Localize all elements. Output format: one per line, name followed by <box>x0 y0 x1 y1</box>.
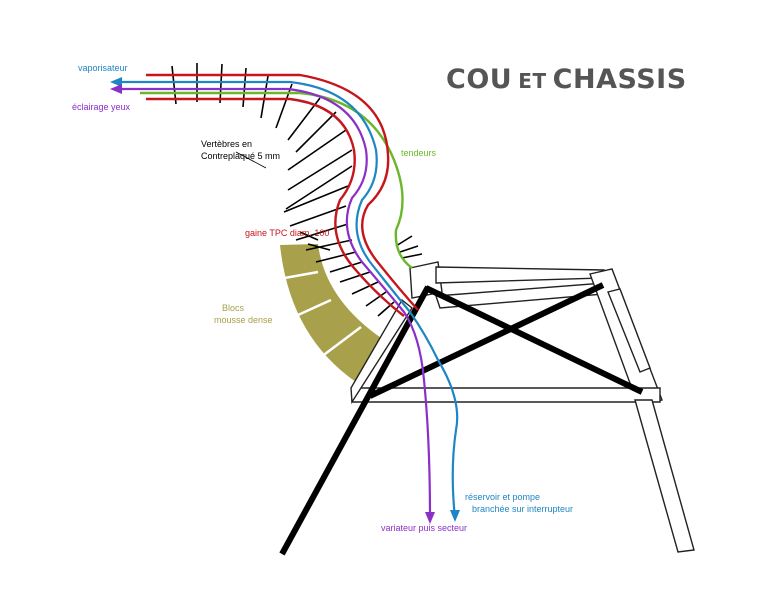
label-vertebres-1: Vertèbres en <box>201 139 253 149</box>
label-gaine: gaine TPC diam. 100 <box>245 228 330 238</box>
vertebra-rib <box>305 239 353 251</box>
vertebra-rib <box>295 223 349 241</box>
label-vaporisateur: vaporisateur <box>78 63 128 73</box>
vertebra-rib <box>339 271 371 283</box>
vertebra-rib <box>299 231 319 241</box>
reservoir-arrow <box>450 510 460 522</box>
vertebra-rib <box>283 185 349 213</box>
tendeurs-cable <box>140 91 413 269</box>
vertebres-leader <box>235 151 267 169</box>
vertebra-rib <box>285 165 353 210</box>
foam-block-dividers <box>278 270 362 358</box>
vertebra-rib <box>351 281 379 295</box>
vaporisateur-arrow <box>110 77 122 87</box>
vertebra-rib <box>295 111 337 153</box>
label-blocs-1: Blocs <box>222 303 245 313</box>
gaine-cable-inner <box>146 97 405 317</box>
gaine-cable-outer <box>146 73 419 311</box>
label-tendeurs: tendeurs <box>401 148 437 158</box>
vaporisateur-cable <box>120 80 459 519</box>
chassis-beams <box>279 282 644 556</box>
vertebra-rib <box>365 291 387 307</box>
vertebra-rib <box>329 261 363 273</box>
vertebra-rib <box>315 251 357 263</box>
vertebra-rib <box>377 301 395 317</box>
vertebra-rib <box>395 235 413 247</box>
chassis-frame <box>350 261 695 553</box>
vertebra-rib <box>171 65 177 105</box>
vertebra-rib <box>401 253 423 259</box>
eclairage-arrow <box>110 84 122 94</box>
label-variateur: variateur puis secteur <box>381 523 468 533</box>
label-eclairage: éclairage yeux <box>72 102 131 112</box>
vertebra-rib <box>287 129 347 171</box>
vertebra-rib <box>219 63 223 104</box>
label-vertebres-2: Contreplaqué 5 mm <box>201 151 281 161</box>
vertebra-rib <box>287 149 353 191</box>
vertebra-rib <box>275 83 293 129</box>
foam-blocks <box>280 244 384 386</box>
vertebra-rib <box>307 243 331 251</box>
page-title: COU ET CHASSIS <box>446 64 687 95</box>
eclairage-cable <box>120 87 432 519</box>
vertebra-rib <box>399 245 419 253</box>
label-reservoir-2: branchée sur interrupteur <box>472 504 574 514</box>
label-reservoir-1: réservoir et pompe <box>465 492 541 502</box>
label-blocs-2: mousse dense <box>214 315 273 325</box>
variateur-arrow <box>425 512 435 524</box>
